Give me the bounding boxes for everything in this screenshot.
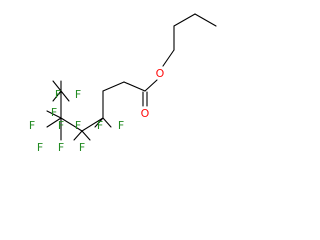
bond-pentyl-4 xyxy=(162,49,175,67)
oxygen-carbonyl-label: O xyxy=(141,107,150,120)
bond-cf-3 xyxy=(81,130,91,141)
fluorine-label: F xyxy=(79,141,85,154)
fluorine-label: F xyxy=(97,119,103,132)
fluorine-label: F xyxy=(75,119,81,132)
fluorine-label: F xyxy=(37,141,43,154)
bond-chain-2 xyxy=(102,81,125,92)
bond-cf-11 xyxy=(52,80,62,92)
bond-cf-9 xyxy=(52,90,62,102)
bond-pentyl-2 xyxy=(173,13,196,27)
fluorine-label: F xyxy=(118,119,124,132)
bond-ester-o-c xyxy=(144,79,158,92)
molecule-drawing: O O F F F F F F F F F F F xyxy=(29,13,217,154)
bond-cf-4 xyxy=(73,130,83,141)
bond-chain-5 xyxy=(60,117,83,132)
structure-canvas: O O F F F F F F F F F F F xyxy=(29,13,217,154)
fluorine-label: F xyxy=(29,119,35,132)
bond-pentyl-1 xyxy=(194,13,217,27)
oxygen-ester-label: O xyxy=(156,67,165,80)
bond-cf-2 xyxy=(94,117,104,128)
fluorine-label: F xyxy=(58,119,64,132)
fluorine-label: F xyxy=(51,106,57,119)
bond-chain-1 xyxy=(123,81,146,92)
bond-cf-7 xyxy=(46,110,62,119)
fluorine-label: F xyxy=(75,88,81,101)
fluorine-label: F xyxy=(58,141,64,154)
bond-cf-8 xyxy=(60,90,70,102)
fluorine-label: F xyxy=(55,88,61,101)
bond-chain-4 xyxy=(81,117,104,132)
bond-cf-6 xyxy=(46,117,62,128)
bond-cf-1 xyxy=(102,117,112,128)
